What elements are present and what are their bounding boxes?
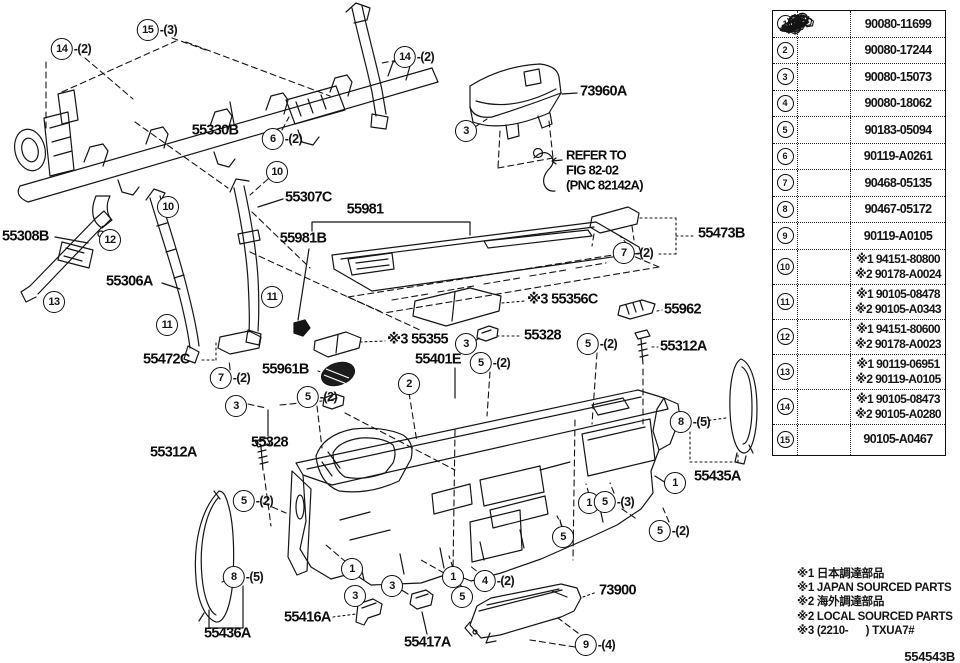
parts-table-row: 12 ※1 94151-80600※2 90178-A0023 xyxy=(773,14,945,354)
row-number-badge: 8 xyxy=(776,200,794,218)
row-number-cell: 6 xyxy=(773,143,798,169)
part-number: 90080-15073 xyxy=(864,69,932,84)
row-number-cell: 9 xyxy=(773,223,798,249)
doc-number: 554543B xyxy=(904,649,955,663)
part-number-cell: ※1 90105-08478※2 90105-A0343 xyxy=(851,285,945,319)
footnote-line: ※1 JAPAN SOURCED PARTS xyxy=(797,582,952,595)
parts-table-row: 13 ※1 90119-06951※2 90119-A0105 xyxy=(773,15,945,389)
footnote-line: ※1 日本調達部品 xyxy=(797,568,885,580)
row-number-cell: 14 xyxy=(773,389,798,424)
part-number: 90467-05172 xyxy=(864,202,932,216)
row-number-badge: 5 xyxy=(776,121,794,139)
part-number: 90105-A0467 xyxy=(863,432,933,447)
notes-block: ※1 日本調達部品 ※1 JAPAN SOURCED PARTS※2 海外調達部品… xyxy=(797,567,953,638)
parts-table-row: 3 90080-15073 xyxy=(773,12,945,90)
row-number-badge: 10 xyxy=(776,258,794,275)
row-number-badge: 2 xyxy=(776,41,794,59)
row-number-badge: 7 xyxy=(776,174,794,192)
row-number-cell: 3 xyxy=(773,64,798,90)
part-number-cell: 90080-15073 xyxy=(851,64,945,90)
long-bolt-icon xyxy=(780,15,851,389)
parts-table-row: 6 90119-A0261 xyxy=(773,14,945,170)
part-number-cell: 90080-18062 xyxy=(851,91,945,117)
parts-table-row: 14 ※1 90105-08473※2 90105-A0280 xyxy=(773,17,945,424)
row-number-cell: 4 xyxy=(773,90,798,116)
nut-icon xyxy=(787,14,851,284)
flange-bolt-icon xyxy=(786,15,851,319)
clip-nut-icon xyxy=(783,16,851,116)
part-number: ※2 90119-A0105 xyxy=(855,371,941,386)
bolt-washer-icon xyxy=(785,14,851,169)
row-number-cell: 10 xyxy=(773,249,798,284)
nut-icon xyxy=(787,14,851,63)
part-number-cell: ※1 94151-80600※2 90178-A0023 xyxy=(851,320,945,354)
parts-table-row: 11 ※1 90105-08478※2 90105-A0343 xyxy=(773,15,945,319)
row-number-cell: 15 xyxy=(773,424,798,455)
part-number: ※2 90105-A0280 xyxy=(854,406,942,421)
row-number-cell: 13 xyxy=(773,354,798,389)
part-number: 90080-18062 xyxy=(864,96,932,110)
row-number-cell: 11 xyxy=(773,284,798,319)
part-number-cell: 90183-05094 xyxy=(851,117,945,143)
part-number: ※2 90178-A0024 xyxy=(854,266,942,281)
part-number: 90119-A0261 xyxy=(863,149,933,163)
part-number: ※2 90105-A0343 xyxy=(854,301,942,316)
row-number-badge: 11 xyxy=(776,293,794,310)
parts-table-row: 7 90468-05135 xyxy=(773,15,945,196)
row-number-cell: 7 xyxy=(773,170,798,196)
part-number: 90119-A0105 xyxy=(863,228,933,243)
row-number-badge: 4 xyxy=(776,94,794,112)
part-number-cell: ※1 90105-08473※2 90105-A0280 xyxy=(851,390,945,424)
parts-table-row: 10 ※1 94151-80800※2 90178-A0024 xyxy=(773,14,945,284)
part-number: ※1 90119-06951 xyxy=(856,357,940,371)
row-number-cell: 8 xyxy=(773,196,798,222)
part-number: ※1 94151-80800 xyxy=(855,252,941,266)
part-number: ※2 90178-A0023 xyxy=(854,336,942,351)
parts-table-row: 4 90080-18062 xyxy=(773,16,945,117)
flange-bolt-icon xyxy=(786,15,851,455)
footnote-line: ※3 (2210- ) TXUA7# xyxy=(797,624,915,637)
screw-icon xyxy=(786,12,851,90)
part-number-cell: 90119-A0261 xyxy=(851,144,945,170)
grommet-icon xyxy=(787,14,851,222)
part-number: ※1 90105-08473 xyxy=(855,392,941,406)
part-number: ※1 94151-80600 xyxy=(855,322,941,336)
part-number-cell: 90105-A0467 xyxy=(851,425,945,455)
part-number-cell: ※1 90119-06951※2 90119-A0105 xyxy=(851,355,945,389)
row-number-badge: 6 xyxy=(776,147,794,165)
parts-table-row: 5 90183-05094 xyxy=(773,15,945,143)
row-number-badge: 13 xyxy=(776,363,794,380)
nut-icon xyxy=(787,14,851,354)
parts-table-row: 15 90105-A0467 xyxy=(773,15,945,455)
parts-table-row: 2 90080-17244 xyxy=(773,14,945,64)
part-number: 90080-17244 xyxy=(864,43,932,57)
spring-nut-icon xyxy=(781,15,851,143)
row-number-badge: 14 xyxy=(776,398,794,415)
row-number-badge: 12 xyxy=(776,328,794,345)
row-number-badge: 9 xyxy=(776,227,794,245)
part-number-cell: ※1 94151-80800※2 90178-A0024 xyxy=(851,250,945,284)
footnote-line: ※2 LOCAL SOURCED PARTS xyxy=(797,610,953,623)
part-number: 90468-05135 xyxy=(864,175,932,190)
row-number-cell: 5 xyxy=(773,117,798,143)
part-number: ※1 90105-08478 xyxy=(855,287,941,301)
part-number-cell: 90080-11699 xyxy=(851,11,945,37)
footnote-line: ※2 海外調達部品 xyxy=(797,596,885,609)
row-number-cell: 2 xyxy=(773,37,798,63)
parts-table-row: 8 90467-05172 xyxy=(773,14,945,223)
bolt-icon xyxy=(784,15,851,249)
part-number-cell: 90080-17244 xyxy=(851,38,945,64)
row-number-badge: 15 xyxy=(776,431,794,448)
row-number-cell: 12 xyxy=(773,319,798,354)
part-number-cell: 90467-05172 xyxy=(851,197,945,223)
part-number-cell: 90119-A0105 xyxy=(851,223,945,249)
part-number-cell: 90468-05135 xyxy=(851,170,945,196)
row-number-badge: 3 xyxy=(776,68,794,86)
parts-table-row: 9 90119-A0105 xyxy=(773,15,945,249)
clip-icon xyxy=(787,15,851,196)
part-number: 90080-11699 xyxy=(864,16,932,31)
part-number: 90183-05094 xyxy=(864,122,932,137)
xlong-bolt-icon xyxy=(778,17,851,424)
